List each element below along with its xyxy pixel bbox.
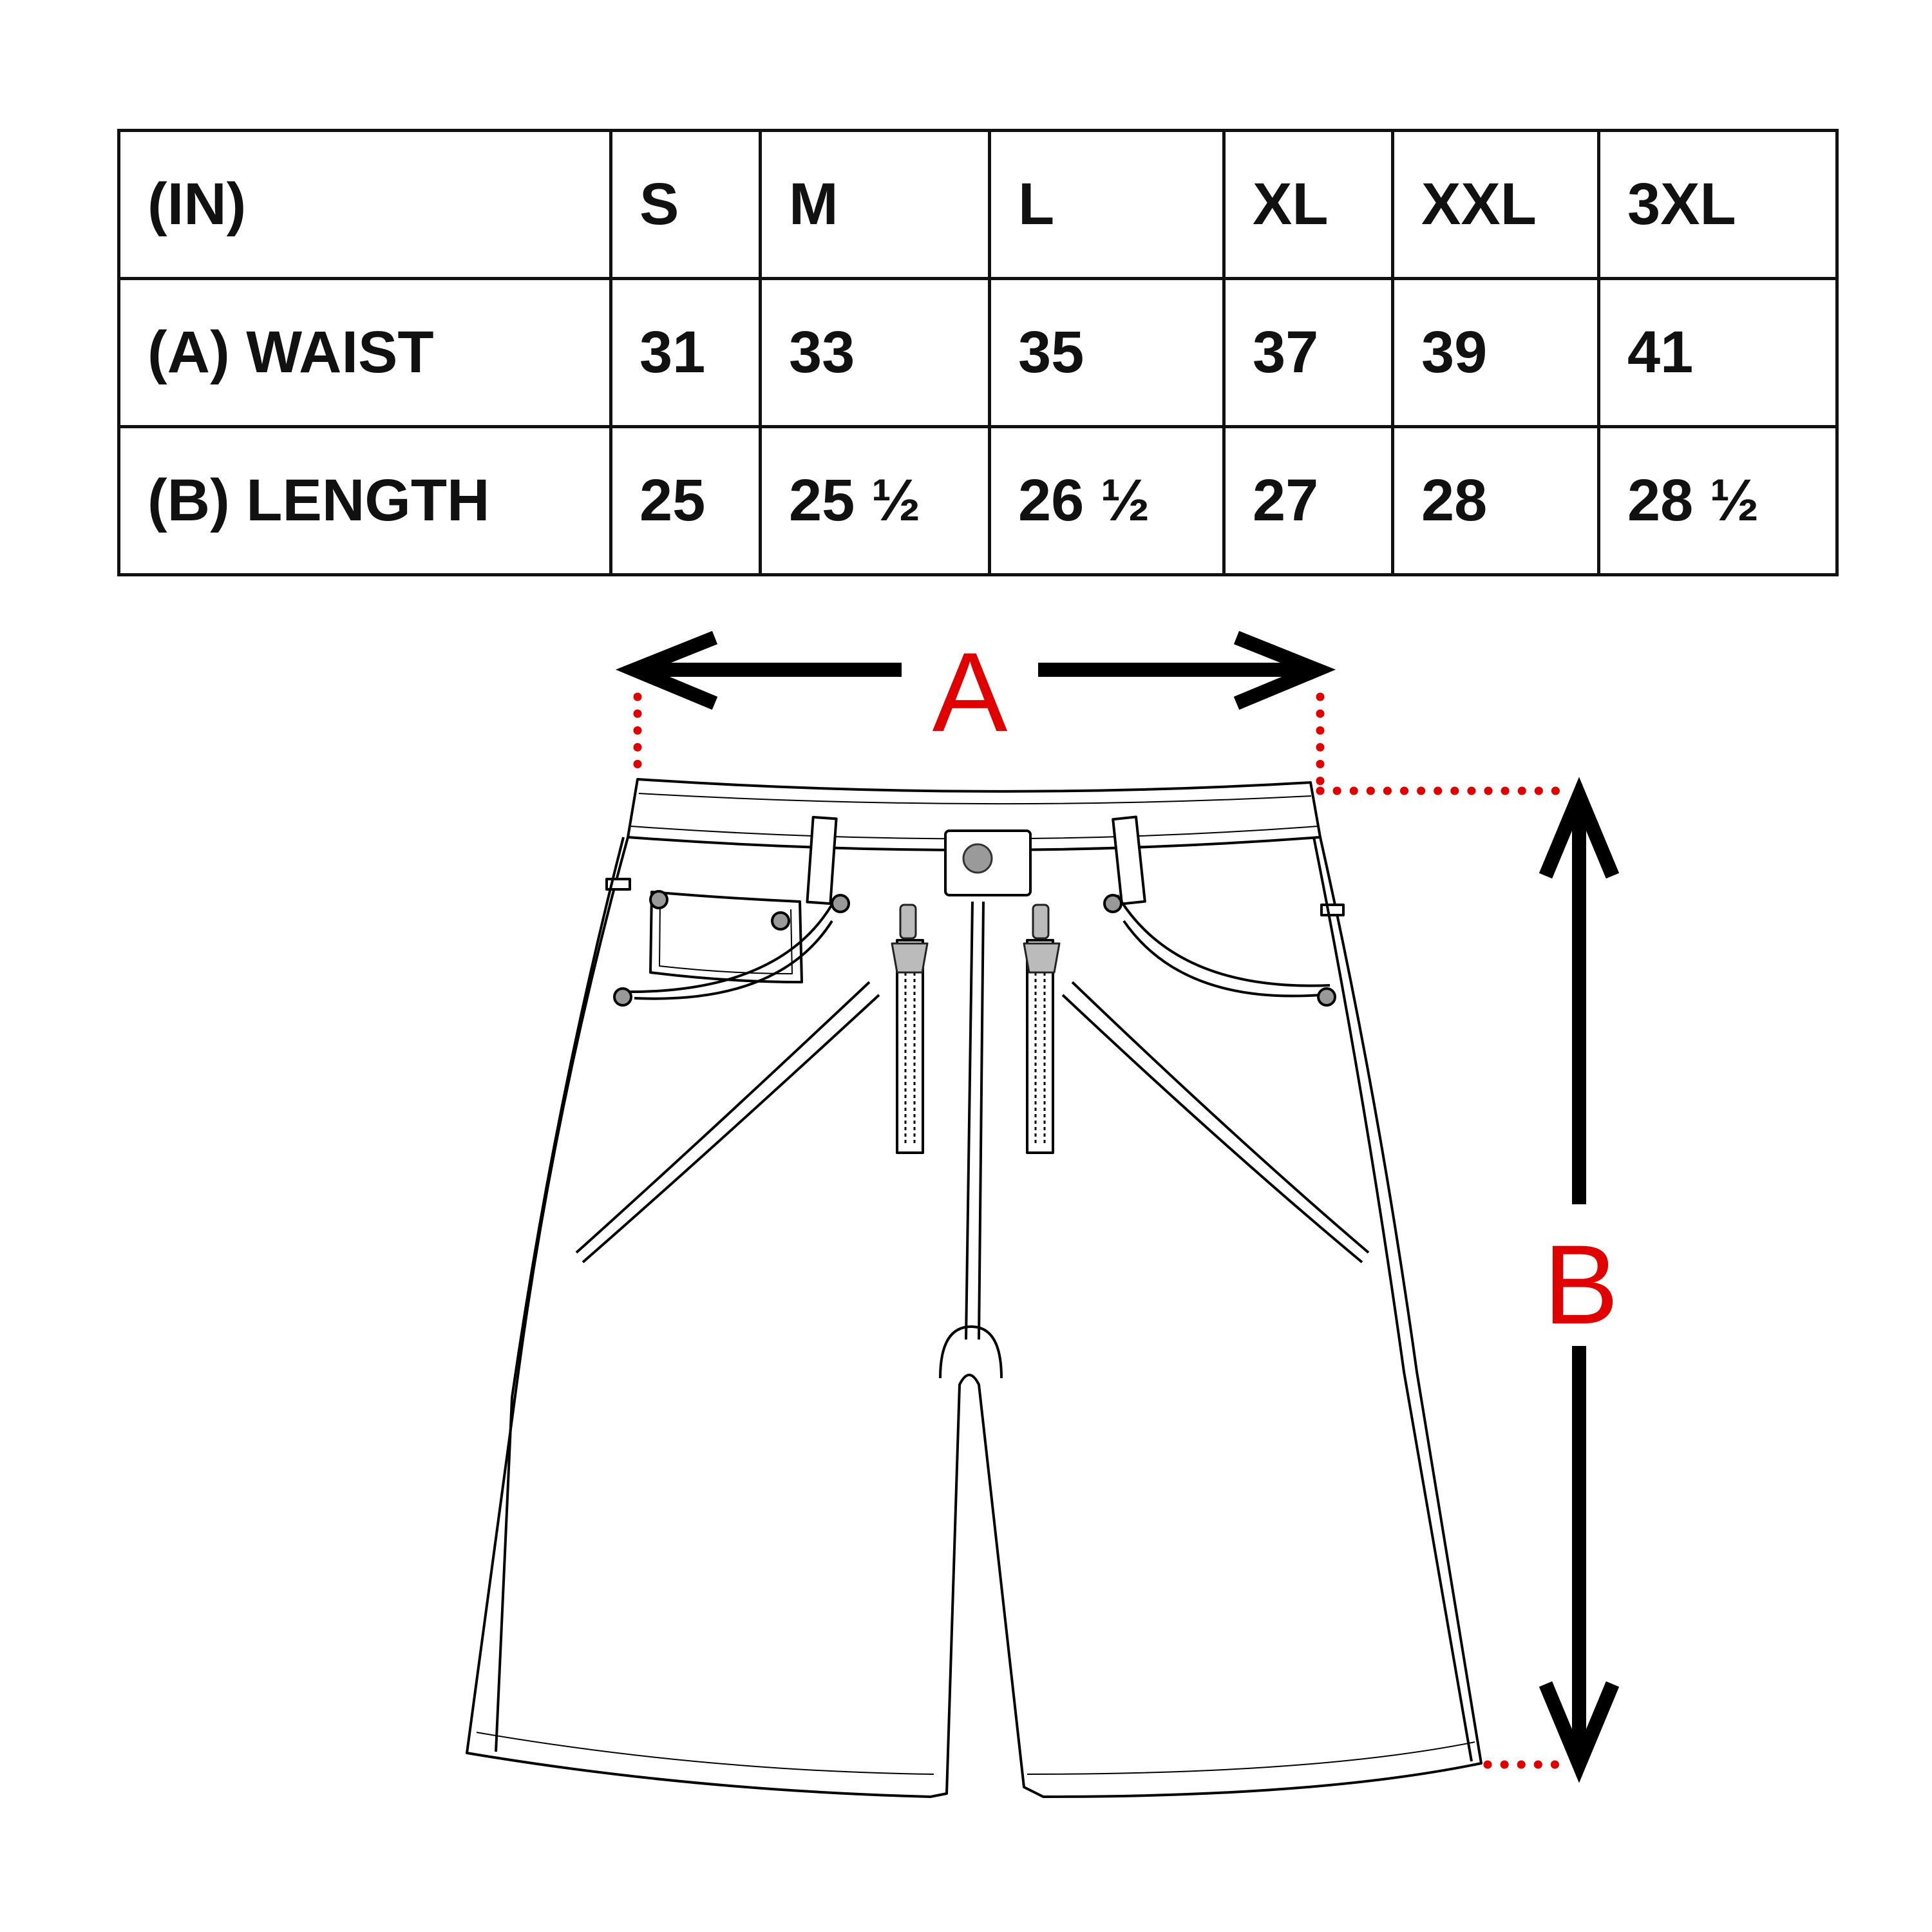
length-xxl: 28 xyxy=(1391,425,1600,576)
length-arrow xyxy=(1539,777,1620,1783)
header-size-m: M xyxy=(759,129,991,280)
label-b: B xyxy=(1544,1222,1619,1348)
belt-loop-right xyxy=(1112,815,1146,905)
rivet-icon xyxy=(1103,894,1122,913)
waist-l: 35 xyxy=(988,277,1226,428)
zipper-pull-left-icon xyxy=(891,904,929,974)
rivet-icon xyxy=(831,894,850,913)
shorts-sketch xyxy=(466,778,1482,1798)
side-seam-left xyxy=(495,837,625,1752)
length-arrow-bottom-head xyxy=(1539,1681,1620,1783)
measurement-guides xyxy=(633,692,1562,1769)
waist-3xl: 41 xyxy=(1597,277,1839,428)
coin-pocket-stitch xyxy=(659,900,793,974)
length-arrow-top-head xyxy=(1539,777,1620,879)
table-header-row: (IN) S M L XL XXL 3XL xyxy=(117,129,1839,280)
waist-arrow xyxy=(615,630,1336,710)
zipper-pull-right-icon xyxy=(1023,904,1061,974)
hem-stitch-right xyxy=(1027,1741,1475,1775)
table-row: (B) LENGTH 25 25 ½ 26 ½ 27 28 28 ½ xyxy=(117,425,1839,576)
table-row: (A) WAIST 31 33 35 37 39 41 xyxy=(117,277,1839,428)
belt-loop-left xyxy=(806,815,838,905)
waist-arrow-right-head xyxy=(1233,630,1336,710)
rivet-icon xyxy=(1317,987,1336,1007)
waist-arrow-left-head xyxy=(615,630,718,710)
size-chart-table: (IN) S M L XL XXL 3XL (A) WAIST 31 33 35… xyxy=(117,129,1839,576)
diagonal-seam-left xyxy=(575,981,880,1264)
header-size-s: S xyxy=(609,129,762,280)
hem-stitch-left xyxy=(476,1732,934,1775)
front-pocket-right xyxy=(1116,894,1331,998)
row-label-length: (B) LENGTH xyxy=(117,425,612,576)
rivet-icon xyxy=(649,890,668,909)
zipper-left-teeth xyxy=(904,972,916,1143)
coin-pocket xyxy=(649,891,803,983)
zipper-right-teeth xyxy=(1034,972,1046,1143)
label-a: A xyxy=(933,630,1008,755)
rivet-icon xyxy=(613,987,632,1007)
length-xl: 27 xyxy=(1222,425,1394,576)
zipper-right-icon xyxy=(1026,939,1054,1154)
zipper-left-icon xyxy=(896,939,924,1154)
length-s: 25 xyxy=(609,425,762,576)
front-pocket-left xyxy=(618,895,838,1000)
waist-xxl: 39 xyxy=(1391,277,1600,428)
length-m: 25 ½ xyxy=(759,425,991,576)
header-size-xxl: XXL xyxy=(1391,129,1600,280)
waist-xl: 37 xyxy=(1222,277,1394,428)
length-3xl: 28 ½ xyxy=(1597,425,1839,576)
header-unit: (IN) xyxy=(117,129,612,280)
belt-loop-side-right xyxy=(1320,904,1345,916)
row-label-waist: (A) WAIST xyxy=(117,277,612,428)
center-fly xyxy=(965,901,985,1340)
waist-m: 33 xyxy=(759,277,991,428)
header-size-xl: XL xyxy=(1222,129,1394,280)
rivet-icon xyxy=(771,911,790,931)
waist-s: 31 xyxy=(609,277,762,428)
header-size-3xl: 3XL xyxy=(1597,129,1839,280)
waist-button-icon xyxy=(962,843,993,874)
side-seam-right xyxy=(1312,837,1473,1762)
diagonal-seam-right xyxy=(1061,981,1370,1264)
length-l: 26 ½ xyxy=(988,425,1226,576)
shorts-outline xyxy=(466,778,1482,1798)
header-size-l: L xyxy=(988,129,1226,280)
crotch-curve xyxy=(939,1325,1003,1379)
